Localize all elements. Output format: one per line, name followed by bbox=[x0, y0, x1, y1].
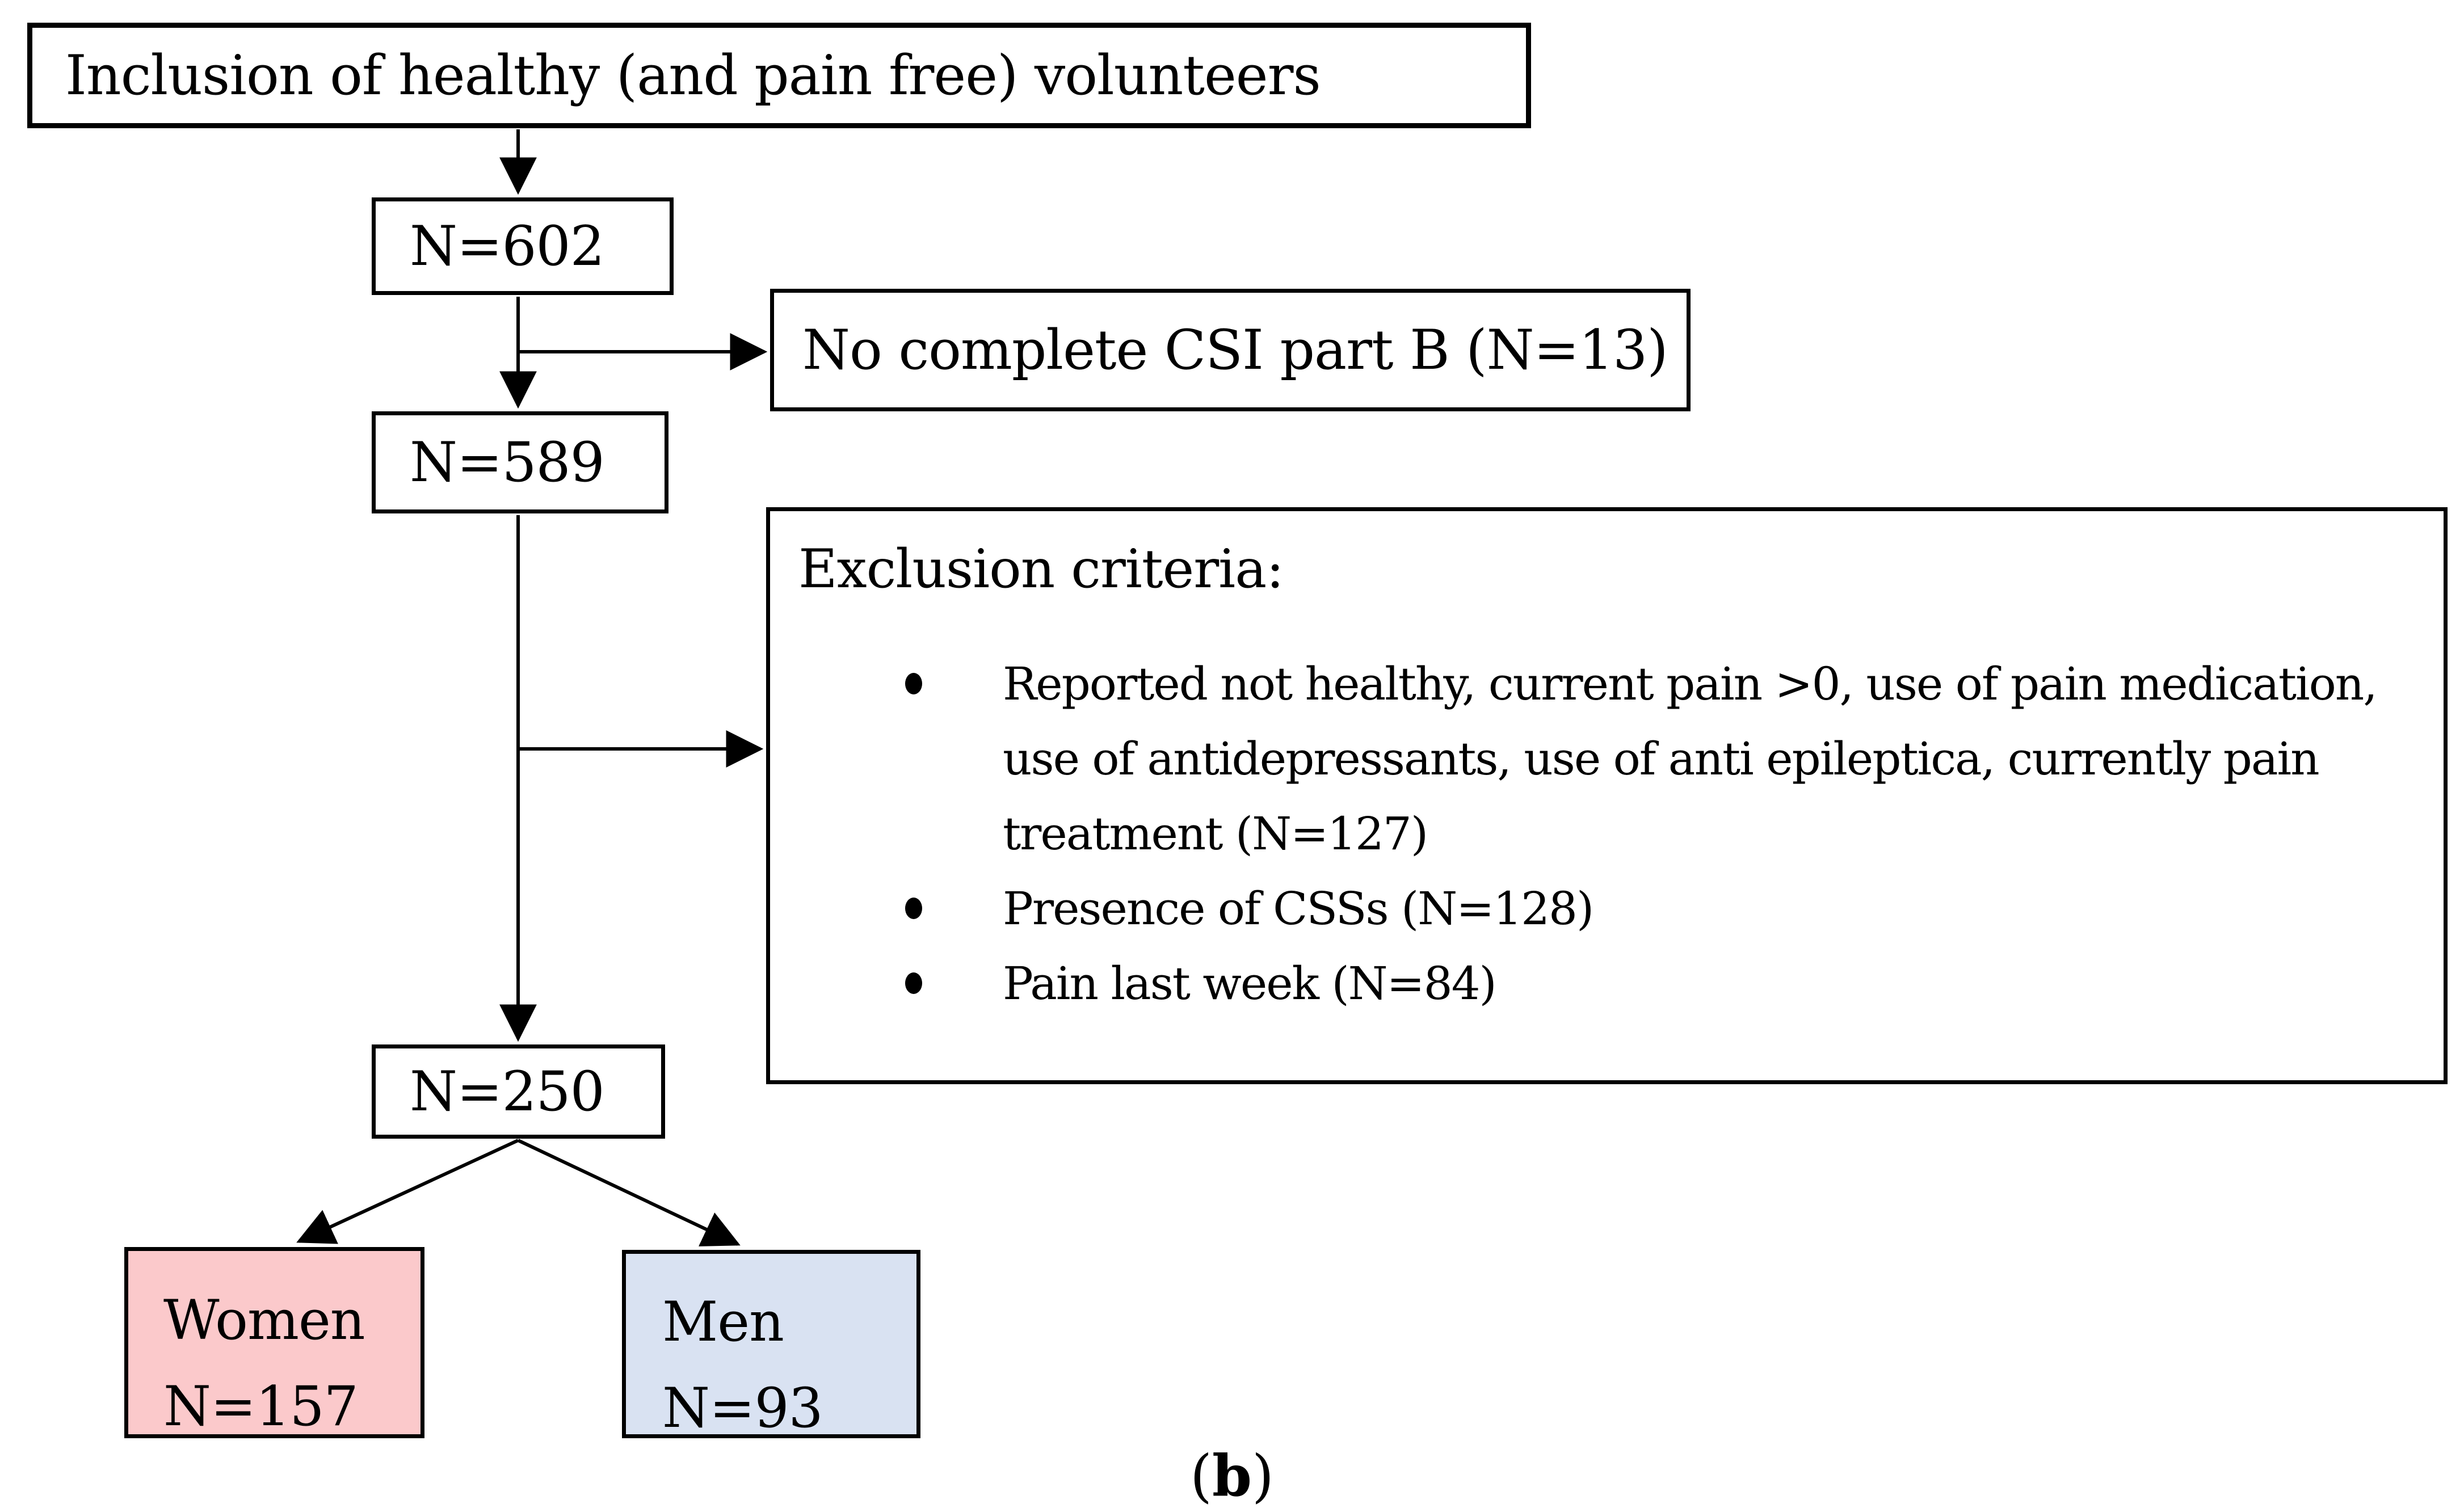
exclusion-title: Exclusion criteria: bbox=[798, 538, 1284, 600]
bullet-icon bbox=[905, 898, 922, 919]
box-women: Women N=157 bbox=[124, 1247, 424, 1438]
box-n589: N=589 bbox=[372, 411, 668, 513]
inclusion-label: Inclusion of healthy (and pain free) vol… bbox=[65, 44, 1321, 107]
box-men: Men N=93 bbox=[622, 1250, 920, 1440]
n589-label: N=589 bbox=[410, 431, 605, 494]
exclusion-bullet-text: Pain last week (N=84) bbox=[1003, 957, 1497, 1010]
n602-label: N=602 bbox=[410, 214, 605, 278]
exclusion-bullet-text: Reported not healthy, current pain >0, u… bbox=[1003, 658, 2378, 860]
bullet-icon bbox=[905, 972, 922, 994]
exclusion-bullet-text: Presence of CSSs (N=128) bbox=[1003, 882, 1594, 935]
women-label: Women bbox=[163, 1288, 365, 1352]
box-csi-excluded: No complete CSI part B (N=13) bbox=[770, 289, 1691, 411]
csi-excluded-label: No complete CSI part B (N=13) bbox=[802, 318, 1668, 382]
arrow-n250-to-women bbox=[296, 1139, 519, 1244]
exclusion-bullet: Reported not healthy, current pain >0, u… bbox=[798, 647, 2412, 871]
caption-close-paren: ) bbox=[1251, 1443, 1274, 1508]
n250-label: N=250 bbox=[410, 1060, 605, 1123]
box-exclusion-criteria: Exclusion criteria: Reported not healthy… bbox=[766, 507, 2448, 1084]
men-count: N=93 bbox=[662, 1376, 823, 1440]
caption-letter: b bbox=[1212, 1442, 1252, 1508]
bullet-icon bbox=[905, 673, 922, 694]
box-n602: N=602 bbox=[372, 197, 674, 295]
men-label: Men bbox=[662, 1290, 784, 1354]
caption-open-paren: ( bbox=[1190, 1443, 1213, 1508]
exclusion-bullet: Pain last week (N=84) bbox=[798, 946, 2412, 1021]
box-n250: N=250 bbox=[372, 1044, 665, 1139]
arrow-n250-to-men bbox=[517, 1139, 741, 1246]
figure-caption: (b) bbox=[0, 1442, 2464, 1508]
exclusion-bullet: Presence of CSSs (N=128) bbox=[798, 871, 2412, 946]
box-inclusion: Inclusion of healthy (and pain free) vol… bbox=[27, 23, 1531, 128]
women-count: N=157 bbox=[163, 1375, 359, 1438]
